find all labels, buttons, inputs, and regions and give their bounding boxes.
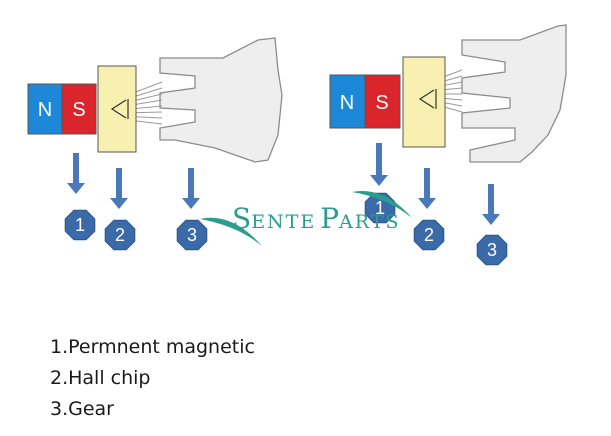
right-marker-2-badge <box>413 219 445 251</box>
left-south-label: S <box>72 99 85 121</box>
number-markers: 1 2 3 1 2 3 <box>64 192 508 266</box>
left-marker-3-label: 3 <box>187 225 197 245</box>
watermark-swoosh-right <box>352 191 412 218</box>
legend-item-magnet: 1.Permnent magnetic <box>50 336 255 358</box>
right-south-label: S <box>375 92 388 114</box>
left-arrow-magnet <box>67 153 85 194</box>
right-gear <box>461 24 567 163</box>
left-magnet-north <box>27 83 63 135</box>
right-magnet-south <box>364 74 401 129</box>
left-assembly: N S <box>27 37 283 209</box>
left-marker-1-label: 1 <box>75 215 85 235</box>
right-marker-3-badge <box>476 234 508 266</box>
right-marker-2-label: 2 <box>424 225 434 245</box>
right-arrow-chip <box>418 168 436 209</box>
legend: 1.Permnent magnetic 2.Hall chip 3.Gear <box>50 332 255 425</box>
right-marker-1-label: 1 <box>375 198 385 218</box>
right-arrow-gear <box>482 184 500 225</box>
right-marker-3-label: 3 <box>487 240 497 260</box>
left-arrow-chip <box>110 168 128 209</box>
right-assembly: N S <box>329 24 567 225</box>
legend-item-hall-chip: 2.Hall chip <box>50 367 151 389</box>
left-marker-1-badge <box>64 209 96 241</box>
right-hall-element-icon <box>418 89 437 109</box>
left-hall-chip <box>97 65 137 153</box>
right-arrows <box>370 143 500 225</box>
left-gear <box>159 37 283 163</box>
left-arrows <box>67 153 200 209</box>
legend-item-gear: 3.Gear <box>50 398 114 420</box>
left-marker-2-label: 2 <box>115 225 125 245</box>
right-north-label: N <box>340 92 354 114</box>
right-arrow-magnet <box>370 143 388 186</box>
left-marker-3-badge <box>176 219 208 251</box>
left-magnet-south <box>61 83 97 135</box>
watermark-swoosh-left <box>200 217 262 246</box>
left-north-label: N <box>38 99 52 121</box>
left-arrow-gear <box>182 168 200 209</box>
left-marker-2-badge <box>104 219 136 251</box>
left-hall-element-icon <box>110 99 129 119</box>
